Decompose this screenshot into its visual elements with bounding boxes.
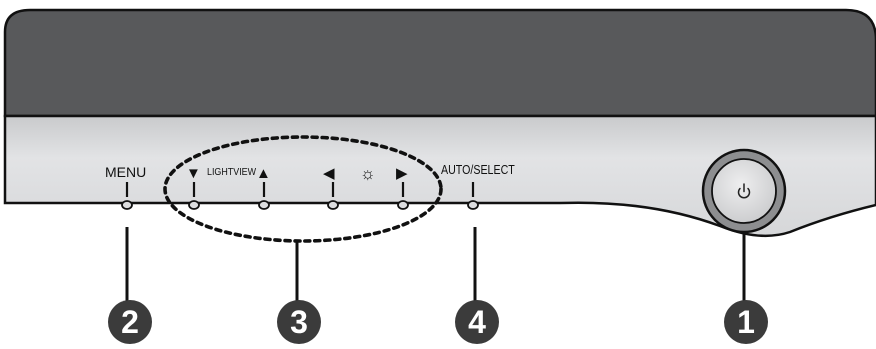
right-button[interactable] bbox=[398, 201, 408, 209]
up-button[interactable] bbox=[259, 201, 269, 209]
menu-button[interactable] bbox=[122, 201, 132, 209]
up-arrow-icon: ▲ bbox=[256, 165, 271, 182]
brightness-icon: ☼ bbox=[360, 164, 376, 183]
callout-number-auto-select: 4 bbox=[468, 304, 486, 340]
callout-number-group: 3 bbox=[290, 304, 308, 340]
down-button[interactable] bbox=[189, 201, 199, 209]
callout-badge-4: 4 bbox=[455, 300, 499, 344]
callout-number-power: 1 bbox=[737, 304, 755, 340]
auto-select-button[interactable] bbox=[468, 201, 478, 209]
left-arrow-icon: ◀ bbox=[323, 165, 335, 182]
down-arrow-icon: ▼ bbox=[186, 165, 201, 182]
left-button[interactable] bbox=[328, 201, 338, 209]
monitor-bezel-top bbox=[5, 10, 876, 116]
callout-badge-3: 3 bbox=[277, 300, 321, 344]
right-arrow-icon: ▶ bbox=[396, 165, 408, 182]
menu-label: MENU bbox=[105, 164, 146, 180]
callout-badge-1: 1 bbox=[724, 300, 768, 344]
callout-number-menu: 2 bbox=[121, 304, 139, 340]
auto-select-label: AUTO/SELECT bbox=[441, 162, 515, 177]
callout-leaders bbox=[127, 227, 744, 305]
callout-badge-2: 2 bbox=[108, 300, 152, 344]
lightview-label: LIGHTVIEW bbox=[207, 166, 257, 178]
